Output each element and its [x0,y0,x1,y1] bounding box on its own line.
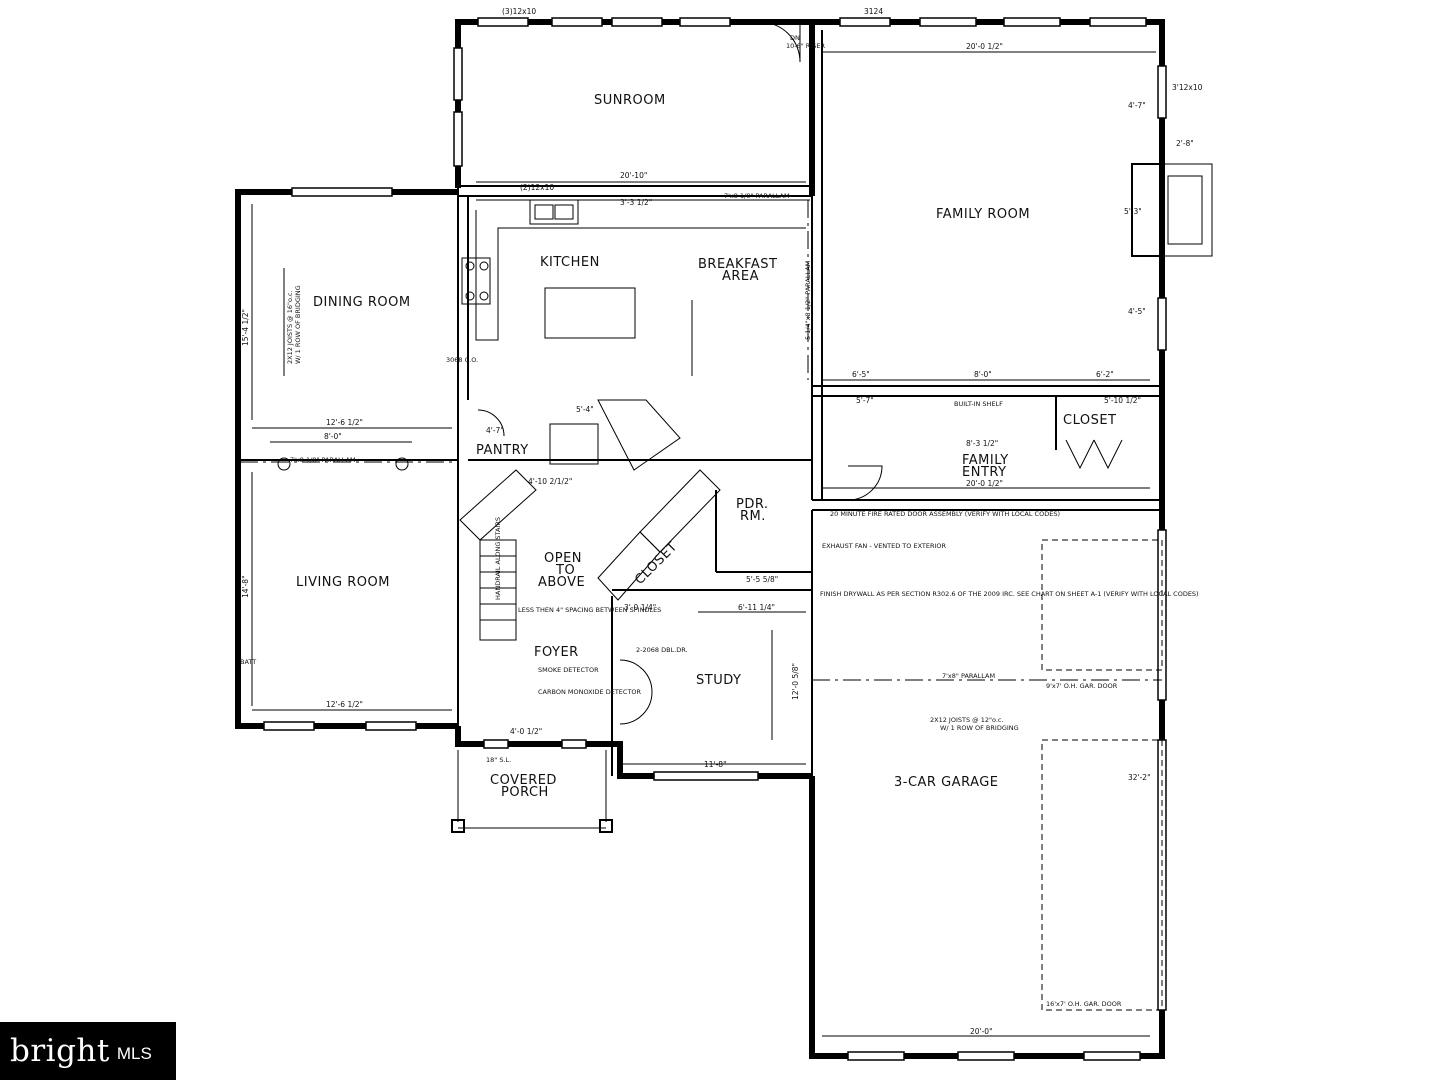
svg-text:3124: 3124 [864,7,883,16]
label-family-entry-1: FAMILY [962,453,1009,468]
label-porch-2: PORCH [501,785,549,800]
svg-text:(3)12x10: (3)12x10 [502,7,536,16]
logo-word: bright [10,1033,110,1069]
label-foyer: FOYER [534,645,579,660]
svg-text:3068 C.O.: 3068 C.O. [446,356,478,364]
svg-text:5'-7": 5'-7" [856,396,874,405]
svg-text:5'-5 5/8": 5'-5 5/8" [746,575,778,584]
bright-mls-logo: bright MLS [0,1022,176,1080]
svg-text:HANDRAIL ALONG STAIRS: HANDRAIL ALONG STAIRS [494,517,502,600]
svg-text:18" S.L.: 18" S.L. [486,756,511,764]
label-sunroom: SUNROOM [594,93,666,108]
svg-text:2X12 JOISTS @ 16"o.c.: 2X12 JOISTS @ 16"o.c. [286,290,294,364]
label-family-entry-2: ENTRY [962,465,1007,480]
svg-text:11'-8": 11'-8" [704,760,727,769]
svg-text:20'-0 1/2": 20'-0 1/2" [966,479,1003,488]
svg-text:3'-3 1/2": 3'-3 1/2" [620,198,652,207]
svg-text:7'x8 1/8" PARALLAM: 7'x8 1/8" PARALLAM [724,192,790,200]
svg-text:8'-0": 8'-0" [974,370,992,379]
beam-lines [240,200,1163,1011]
svg-text:(2)12x10: (2)12x10 [520,183,554,192]
label-breakfast-1: BREAKFAST [698,257,777,272]
label-living-room: LIVING ROOM [296,575,390,590]
svg-text:5 1/4"x8 1/2" PARALLAM: 5 1/4"x8 1/2" PARALLAM [804,261,812,340]
label-closet: CLOSET [1063,413,1117,428]
svg-text:8'-3 1/2": 8'-3 1/2" [966,439,998,448]
svg-text:2'-8": 2'-8" [1176,139,1194,148]
exterior-walls [235,19,1165,1059]
kitchen-fixtures [461,199,810,341]
svg-text:4'-7": 4'-7" [1128,101,1146,110]
svg-text:BUILT-IN SHELF: BUILT-IN SHELF [954,400,1003,408]
stairs [459,399,721,641]
interior-walls [238,30,1162,833]
svg-text:5'-10 1/2": 5'-10 1/2" [1104,396,1141,405]
svg-text:FINISH DRYWALL AS PER SECTION: FINISH DRYWALL AS PER SECTION R302.6 OF … [820,590,1199,598]
svg-text:DN: DN [790,34,800,42]
svg-text:5'-3": 5'-3" [1124,207,1142,216]
svg-text:2-2068 DBL.DR.: 2-2068 DBL.DR. [636,646,688,654]
svg-text:8'-0": 8'-0" [324,432,342,441]
label-family-room: FAMILY ROOM [936,207,1030,222]
label-closet-2: CLOSET [632,539,680,587]
fireplace-icon [1131,163,1213,257]
svg-text:5'-4": 5'-4" [576,405,594,414]
svg-text:7'x8 1/8" PARALLAM: 7'x8 1/8" PARALLAM [290,456,356,464]
kitchen-island [544,287,636,339]
svg-text:20'-0 1/2": 20'-0 1/2" [966,42,1003,51]
windows [263,17,1167,1061]
label-open-2: TO [555,563,575,578]
svg-text:14'-8": 14'-8" [241,575,250,598]
svg-text:CARBON MONOXIDE DETECTOR: CARBON MONOXIDE DETECTOR [538,688,642,696]
svg-text:LESS THEN 4" SPACING BETWEEN S: LESS THEN 4" SPACING BETWEEN SPINDLES [518,606,661,614]
svg-text:15'-4 1/2": 15'-4 1/2" [241,309,250,346]
label-pdr-1: PDR. [736,497,769,512]
svg-text:BATT: BATT [240,658,256,666]
svg-text:4'-0 1/2": 4'-0 1/2" [510,727,542,736]
dimension-labels: 20'-10" 20'-0 1/2" 4'-7" 4'-5" 2'-8" 5'-… [241,7,1203,1036]
label-dining-room: DINING ROOM [313,295,411,310]
svg-text:3'-0 1/4": 3'-0 1/4" [624,603,656,612]
svg-text:3'12x10: 3'12x10 [1172,83,1203,92]
svg-text:20 MINUTE FIRE RATED DOOR ASSE: 20 MINUTE FIRE RATED DOOR ASSEMBLY (VERI… [830,510,1060,518]
label-pantry: PANTRY [476,443,529,458]
svg-text:12'-6 1/2": 12'-6 1/2" [326,700,363,709]
svg-text:4'-7": 4'-7" [486,426,504,435]
svg-text:32'-2": 32'-2" [1128,773,1151,782]
label-breakfast-2: AREA [722,269,759,284]
svg-text:W/ 1 ROW OF BRIDGING: W/ 1 ROW OF BRIDGING [294,285,302,364]
svg-text:20'-0": 20'-0" [970,1027,993,1036]
plan-notes: DN 10-6" RISER BUILT-IN SHELF 7'x8 1/8" … [240,34,1199,1008]
logo-mls: MLS [116,1044,152,1063]
svg-text:7'x8" PARALLAM: 7'x8" PARALLAM [942,672,995,680]
svg-text:EXHAUST FAN - VENTED TO EXTERI: EXHAUST FAN - VENTED TO EXTERIOR [822,542,947,550]
svg-text:12'-6 1/2": 12'-6 1/2" [326,418,363,427]
svg-text:4'-10 2/1/2": 4'-10 2/1/2" [528,477,572,486]
svg-text:W/ 1 ROW OF BRIDGING: W/ 1 ROW OF BRIDGING [940,724,1019,732]
svg-text:6'-5": 6'-5" [852,370,870,379]
svg-text:SMOKE DETECTOR: SMOKE DETECTOR [538,666,599,674]
svg-text:20'-10": 20'-10" [620,171,647,180]
label-kitchen: KITCHEN [540,255,600,270]
label-open-3: ABOVE [538,575,585,590]
label-garage: 3-CAR GARAGE [894,775,999,790]
svg-text:6'-11 1/4": 6'-11 1/4" [738,603,775,612]
svg-text:2X12 JOISTS @ 12"o.c.: 2X12 JOISTS @ 12"o.c. [930,716,1004,724]
svg-text:6'-2": 6'-2" [1096,370,1114,379]
label-open-1: OPEN [544,551,582,566]
svg-text:10-6" RISER: 10-6" RISER [786,42,825,50]
label-pdr-2: RM. [740,509,766,524]
doors [477,21,1123,725]
svg-text:9'x7' O.H. GAR. DOOR: 9'x7' O.H. GAR. DOOR [1046,682,1118,690]
label-study: STUDY [696,673,741,688]
svg-text:12'-0 5/8": 12'-0 5/8" [791,663,800,700]
svg-text:16'x7' O.H. GAR. DOOR: 16'x7' O.H. GAR. DOOR [1046,1000,1122,1008]
svg-text:4'-5": 4'-5" [1128,307,1146,316]
dimension-lines [251,51,1156,1037]
label-porch-1: COVERED [490,773,557,788]
